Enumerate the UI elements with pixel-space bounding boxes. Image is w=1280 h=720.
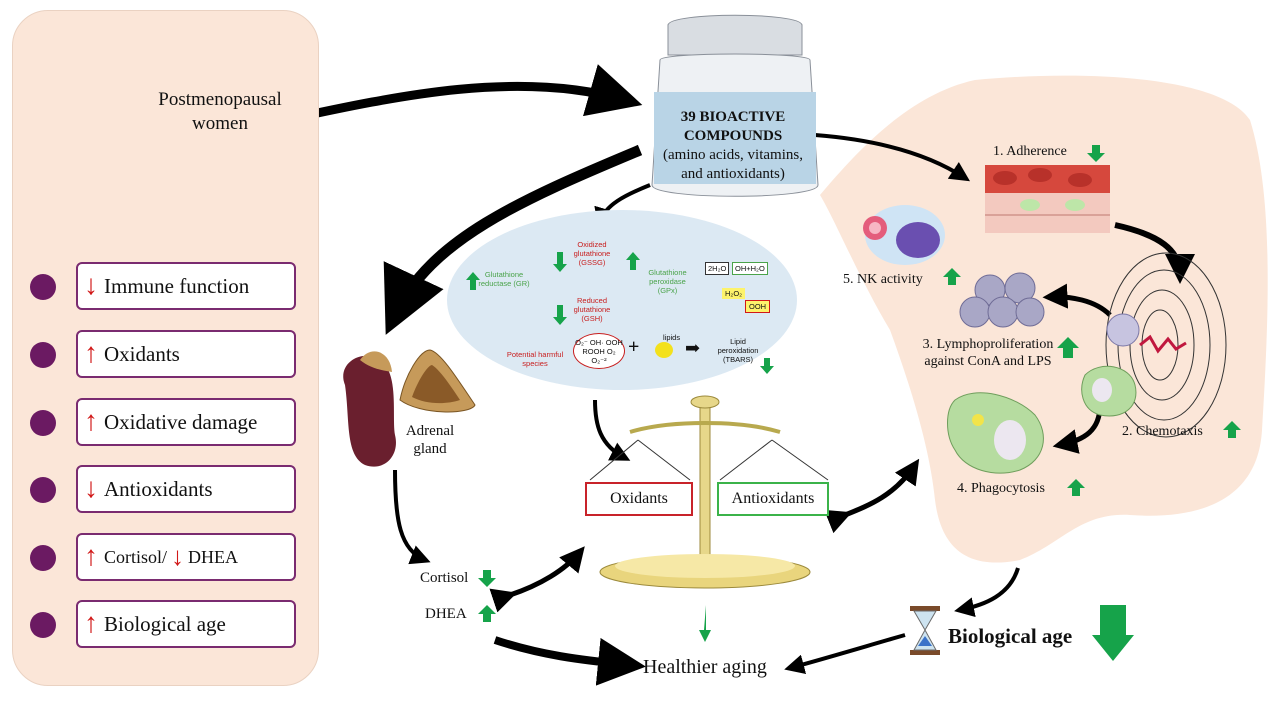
bullet xyxy=(30,274,56,300)
healthier-aging-label: Healthier aging xyxy=(643,656,767,678)
monocyte-cell xyxy=(1106,313,1140,347)
bottle-subtitle: (amino acids, vitamins, and antioxidants… xyxy=(663,147,803,182)
hourglass-icon xyxy=(910,606,940,655)
status-antioxidants: ↓ Antioxidants xyxy=(12,465,317,515)
arrow-immune-to-bioage xyxy=(954,567,1020,618)
status-text: Oxidative damage xyxy=(104,409,258,434)
status-text-2: DHEA xyxy=(188,546,239,567)
glutathione-cycle-bg xyxy=(447,210,797,390)
gr-label: Glutathione reductase (GR) xyxy=(478,270,530,288)
status-text: Immune function xyxy=(104,273,250,298)
adrenal-label: Adrenal gland xyxy=(405,423,455,457)
arrow-bottle-to-adrenal xyxy=(383,144,643,335)
oxidants-box: Oxidants xyxy=(585,482,693,516)
postmenopausal-label: Postmenopausal women xyxy=(158,89,282,134)
water-label: 2H₂O xyxy=(705,262,730,275)
h2o2-label: H₂O₂ xyxy=(722,288,746,299)
adherence-label: 1. Adherence xyxy=(993,144,1067,159)
bullet xyxy=(30,477,56,503)
plus-sign: + xyxy=(628,336,640,358)
status-text: Cortisol/ xyxy=(104,546,168,567)
up-arrow-icon: ↑ xyxy=(84,541,98,572)
status-box: ↑ Cortisol/ ↓ DHEA xyxy=(76,533,296,581)
up-arrow-icon: ↑ xyxy=(84,406,98,437)
status-box: ↑ Biological age xyxy=(76,600,296,648)
chemotaxis-label: 2. Chemotaxis xyxy=(1122,424,1203,439)
bottle-title: 39 BIOACTIVE COMPOUNDS xyxy=(680,109,786,144)
gssg-label: Oxidized glutathione (GSSG) xyxy=(573,240,611,267)
nk-cell-image xyxy=(863,205,945,265)
species-circle: O₂⁻ OH· OOH ROOH O₂ O₂⁻² xyxy=(573,333,625,369)
chemotaxis-signal xyxy=(1139,334,1187,354)
immune-blob xyxy=(820,75,1268,563)
cortisol-label: Cortisol xyxy=(420,570,469,586)
status-biological-age: ↑ Biological age xyxy=(12,600,317,650)
status-text: Biological age xyxy=(104,611,226,636)
gsh-label: Reduced glutathione (GSH) xyxy=(573,296,611,323)
up-arrow-icon: ↑ xyxy=(84,338,98,369)
down-arrow-icon: ↓ xyxy=(84,473,98,504)
status-oxidants: ↑ Oxidants xyxy=(12,330,317,380)
status-box: ↑ Oxidants xyxy=(76,330,296,378)
gpx-label: Glutathione peroxidase (GPx) xyxy=(648,268,687,295)
down-arrow-icon: ↓ xyxy=(84,270,98,301)
bullet xyxy=(30,342,56,368)
bottle-label: 39 BIOACTIVE COMPOUNDS (amino acids, vit… xyxy=(654,108,812,184)
arrow-cycle-to-scale xyxy=(593,399,631,461)
down-arrow-icon: ↓ xyxy=(171,542,185,571)
arrow-adherence-to-chemotaxis xyxy=(1114,222,1195,284)
ooh-label: OOH xyxy=(745,300,771,313)
arrow-person-to-bottle xyxy=(284,64,643,125)
arrow-right-icon: ➡ xyxy=(685,338,701,358)
adrenal-image xyxy=(343,349,476,467)
arrow-hormones-scale xyxy=(489,546,585,613)
status-box: ↓ Antioxidants xyxy=(76,465,296,513)
antioxidants-box: Antioxidants xyxy=(717,482,829,516)
lymphocyte-cluster xyxy=(959,272,1045,328)
bullet xyxy=(30,612,56,638)
arrow-bottle-to-immune xyxy=(814,133,971,182)
status-box: ↓ Immune function xyxy=(76,262,296,310)
status-text: Oxidants xyxy=(104,341,180,366)
phagocytosis-label: 4. Phagocytosis xyxy=(957,481,1045,496)
balance-scale xyxy=(589,395,829,589)
harmful-species-label: Potential harmful species xyxy=(506,350,564,368)
biological-age-label: Biological age xyxy=(948,624,1073,648)
lipid-droplet-icon xyxy=(655,342,673,358)
arrow-adrenal-to-hormones xyxy=(393,469,431,565)
status-immune: ↓ Immune function xyxy=(12,262,317,312)
arrow-scale-immune xyxy=(824,458,920,534)
dhea-label: DHEA xyxy=(425,606,467,622)
bullet xyxy=(30,410,56,436)
lipid-peroxidation-label: Lipid peroxidation (TBARS) xyxy=(717,337,759,364)
phagocyte-image xyxy=(947,392,1044,474)
bullet xyxy=(30,545,56,571)
status-oxidative-damage: ↑ Oxidative damage xyxy=(12,398,317,448)
chemotaxis-rings xyxy=(1105,252,1227,438)
arrow-dhea-to-aging xyxy=(493,636,646,686)
status-box: ↑ Oxidative damage xyxy=(76,398,296,446)
up-arrow-icon: ↑ xyxy=(84,608,98,639)
supplement-bottle xyxy=(651,14,819,197)
status-cortisol-dhea: ↑ Cortisol/ ↓ DHEA xyxy=(12,533,317,583)
nk-label: 5. NK activity xyxy=(843,272,923,287)
adherence-image xyxy=(985,165,1110,233)
status-text: Antioxidants xyxy=(104,476,213,501)
oh-label: OH+H₂O xyxy=(732,262,768,275)
green-arrows xyxy=(466,145,1241,661)
arrow-chemotaxis-to-lympho xyxy=(1042,283,1112,317)
macrophage-image xyxy=(1081,365,1137,417)
arrow-bioage-to-aging xyxy=(784,633,906,675)
lipids-label: lipids xyxy=(663,333,681,342)
lymphoproliferation-label: 3. Lymphoproliferation against ConA and … xyxy=(922,337,1054,369)
